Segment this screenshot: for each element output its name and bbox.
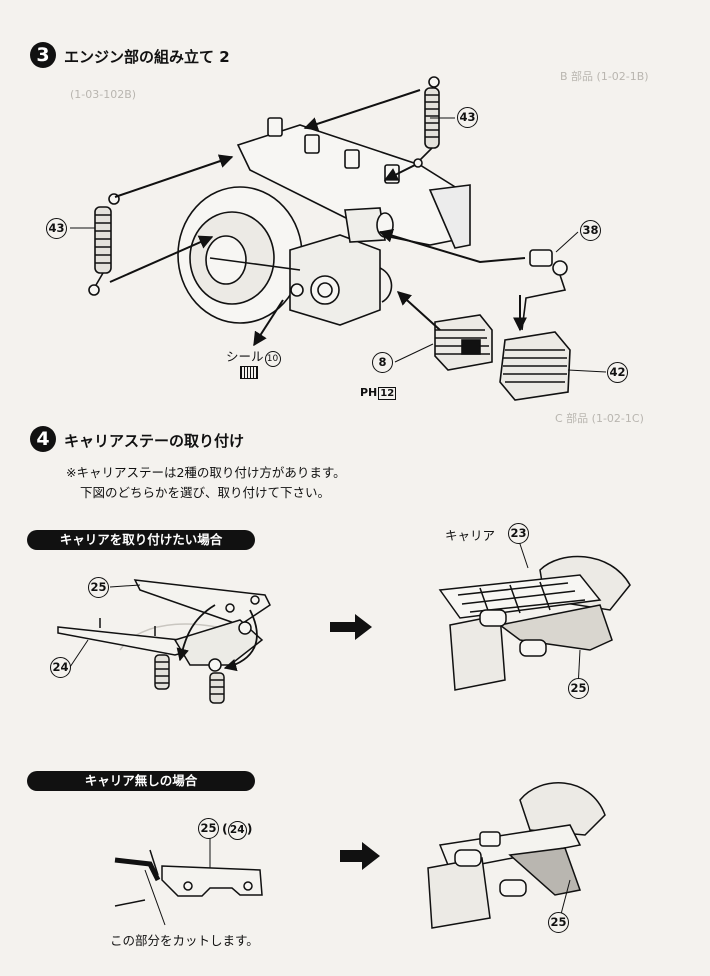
part-number-25: 25 [568,678,589,699]
without-carrier-right-illustration [427,782,606,929]
part-number-25: 25 [88,577,109,598]
part-number-24-paren: (24) [222,821,252,840]
rear-shock-lower [88,193,120,296]
seal-number: 10 [264,351,281,367]
step3-number-badge: 3 [30,42,56,68]
step3-title: エンジン部の組み立て 2 [64,48,230,66]
with-carrier-right-illustration [438,555,631,691]
fitting-38 [521,249,568,331]
ph-number: 12 [378,387,397,400]
step4-note-line2: 下図のどちらかを選び、取り付けて下さい。 [80,485,331,500]
step3-arrows [109,89,527,347]
part-number-25: 25 [198,818,219,839]
step4-title: キャリアステーの取り付け [64,432,245,450]
bleed-through-text: C 部品 (1-02-1C) [555,412,644,425]
part-number-8: 8 [372,352,393,373]
with-carrier-left-illustration [57,579,271,704]
part-number-42: 42 [607,362,628,383]
cut-stay-illustration [114,849,263,907]
result-arrow-1 [330,614,372,640]
part-number-23: 23 [508,523,529,544]
with-carrier-section-label: キャリアを取り付けたい場合 [27,530,255,550]
step4-note-line1: ※キャリアステーは2種の取り付け方があります。 [66,465,346,480]
carrier-label: キャリア [445,528,496,543]
part-number-43: 43 [46,218,67,239]
step3-engine-illustration [177,117,471,326]
step4-number-badge: 4 [30,426,56,452]
result-arrow-2 [340,842,380,870]
part-number-43: 43 [457,107,478,128]
cylinder-42 [499,331,571,401]
part-number-24: 24 [50,657,71,678]
part-number-25: 25 [548,912,569,933]
bleed-through-text: (1-03-102B) [70,88,137,101]
cut-instruction: この部分をカットします。 [110,933,259,948]
cylinder-head-8 [434,314,493,371]
without-carrier-section-label: キャリア無しの場合 [27,771,255,791]
with-carrier-arrows [176,604,258,672]
part-number-38: 38 [580,220,601,241]
seal-sheet-icon [240,366,258,379]
bleed-through-text: B 部品 (1-02-1B) [560,70,649,83]
